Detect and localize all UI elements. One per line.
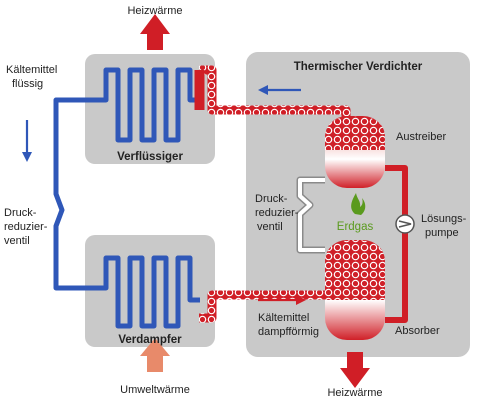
heat-output-arrow-top: [140, 14, 170, 50]
label-verfluessiger: Verflüssiger: [117, 151, 183, 163]
flame-icon: [351, 193, 366, 215]
flow-arrow-top: [258, 85, 301, 95]
label-absorber: Absorber: [395, 325, 440, 337]
label-verdampfer: Verdampfer: [118, 334, 182, 346]
label-heizwaerme-top: Heizwärme: [127, 5, 182, 17]
label-druckreduzierventil-mid-line1: Druck-: [255, 193, 288, 205]
flow-arrow-left: [22, 120, 32, 162]
solution-line-right: [385, 165, 408, 323]
label-druckreduzierventil-left-line3: ventil: [4, 235, 30, 247]
austreiber-vessel: [325, 116, 385, 188]
solution-return-line: [298, 178, 325, 252]
label-erdgas: Erdgas: [337, 221, 374, 233]
label-kaeltemittel-fluessig-line1: Kältemittel: [6, 64, 57, 76]
label-loesungspumpe-line1: Lösungs-: [421, 213, 467, 225]
pump-symbol-icon: [395, 214, 415, 234]
label-druckreduzierventil-mid-line2: reduzier-: [255, 207, 299, 219]
label-loesungspumpe-line2: pumpe: [425, 227, 459, 239]
heat-output-arrow-bottom: [340, 352, 370, 388]
absorber-vessel: [325, 240, 385, 340]
condenser-coil: [100, 67, 200, 143]
label-heizwaerme-bottom: Heizwärme: [327, 387, 382, 399]
ambient-heat-arrow: [140, 338, 170, 372]
evaporator-coil: [100, 255, 200, 329]
label-druckreduzierventil-left-line2: reduzier-: [4, 221, 48, 233]
label-druckreduzierventil-mid-line3: ventil: [257, 221, 283, 233]
hot-vapor-pipe-top-texture: [199, 65, 351, 118]
label-umweltwaerme: Umweltwärme: [120, 384, 190, 396]
liquid-refrigerant-line: [53, 97, 100, 291]
vapor-pipe-bottom-texture: [199, 290, 326, 323]
label-kaeltemittel-dampf-line2: dampfförmig: [258, 326, 319, 338]
label-kaeltemittel-dampf-line1: Kältemittel: [258, 312, 309, 324]
label-thermischer-verdichter: Thermischer Verdichter: [294, 61, 423, 73]
evaporator-panel: [85, 235, 215, 347]
label-druckreduzierventil-left-line1: Druck-: [4, 207, 37, 219]
label-austreiber: Austreiber: [396, 131, 446, 143]
flow-arrow-bottom: [258, 295, 306, 305]
label-kaeltemittel-fluessig-line2: flüssig: [12, 78, 43, 90]
